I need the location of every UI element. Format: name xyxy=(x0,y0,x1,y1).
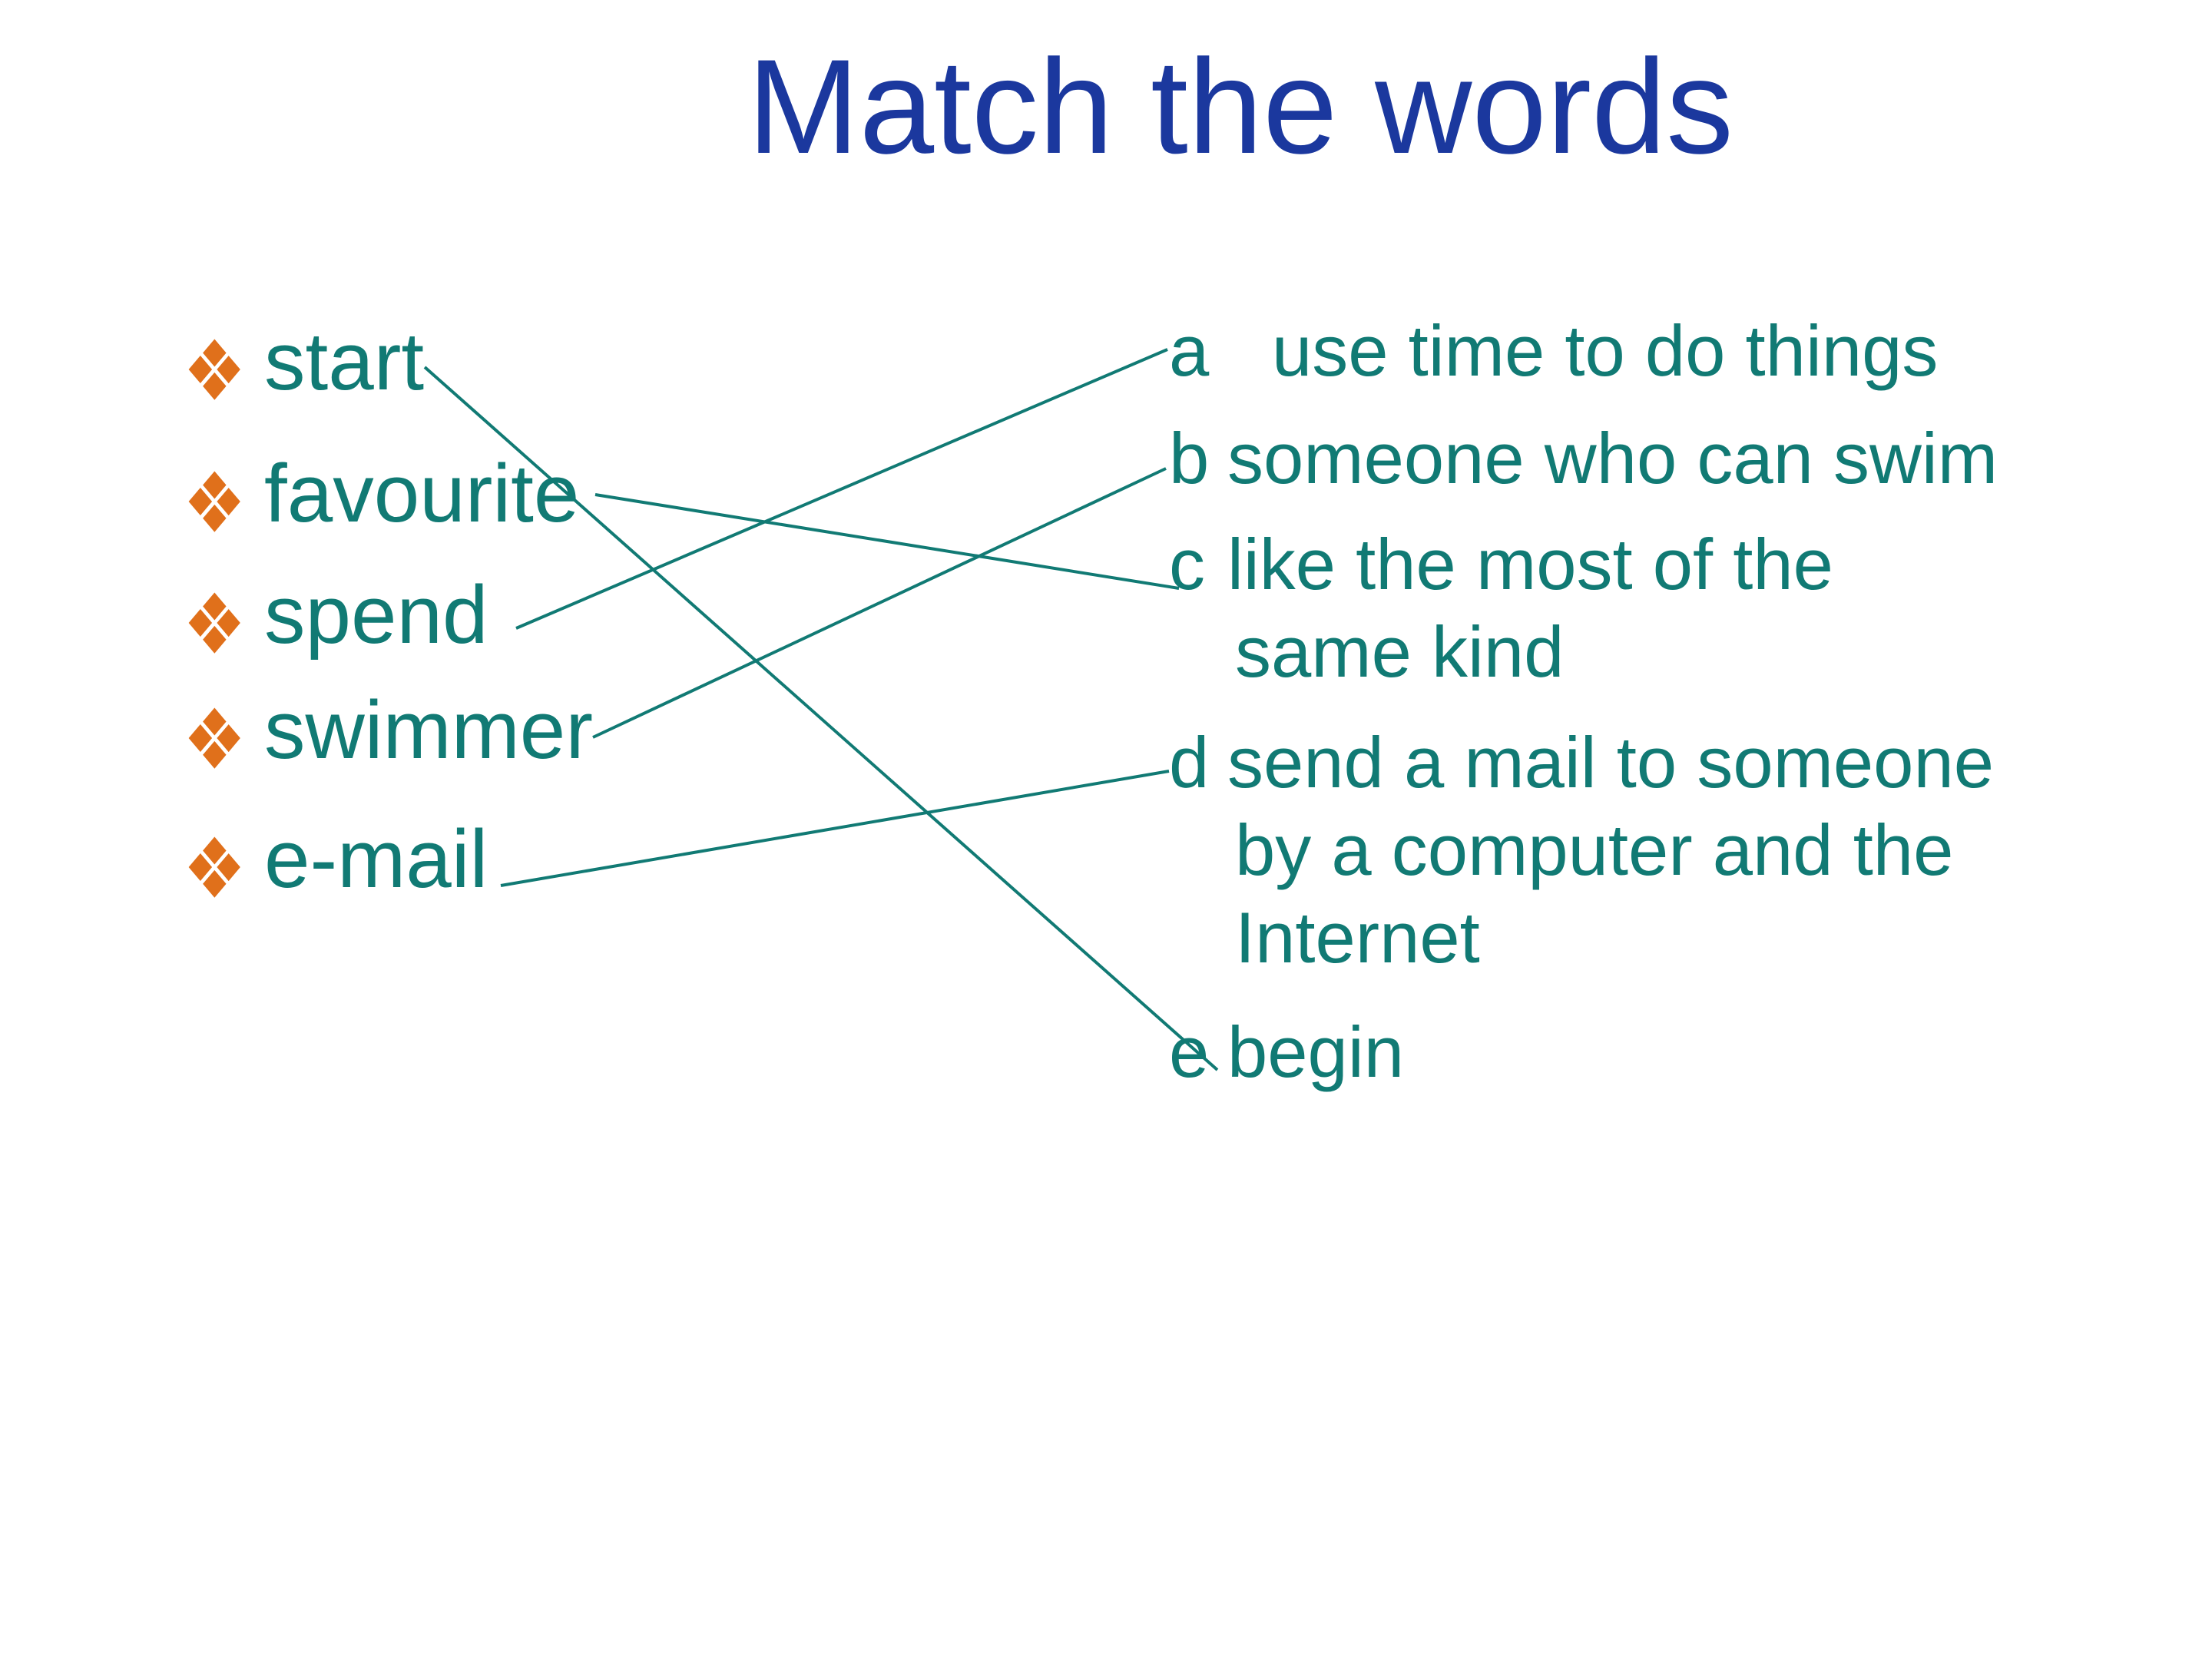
definition-text-d-line3: Internet xyxy=(1235,897,1480,978)
word-label-start: start xyxy=(264,315,425,407)
diamond-bullet-icon: ❖ xyxy=(183,455,247,552)
definition-item-c: c like the most of the same kind xyxy=(1169,521,1833,696)
diamond-bullet-icon: ❖ xyxy=(183,323,247,420)
definition-text-d-line2: by a computer and the xyxy=(1235,810,1954,890)
word-item-start: ❖ start xyxy=(183,315,425,413)
word-item-spend: ❖ spend xyxy=(183,568,488,667)
diamond-bullet-icon: ❖ xyxy=(183,820,247,918)
definition-text-c-line1: like the most of the xyxy=(1227,524,1833,604)
connector-line-spend-a xyxy=(515,348,1168,630)
definition-letter-c: c xyxy=(1169,524,1205,604)
definition-letter-d: d xyxy=(1169,722,1210,803)
diamond-bullet-icon: ❖ xyxy=(183,576,247,674)
word-item-swimmer: ❖ swimmer xyxy=(183,684,593,782)
definition-letter-a: a xyxy=(1169,310,1210,391)
definition-item-a: a use time to do things xyxy=(1169,307,1938,395)
definition-text-b: someone who can swim xyxy=(1227,418,1998,498)
definition-item-e: e begin xyxy=(1169,1008,1404,1096)
definition-text-c-line2: same kind xyxy=(1235,611,1565,692)
definition-text-d-line1: send a mail to someone xyxy=(1227,722,1995,803)
diamond-bullet-icon: ❖ xyxy=(183,691,247,789)
connector-line-e-mail-d xyxy=(500,770,1170,887)
connector-line-swimmer-b xyxy=(592,467,1167,739)
word-label-favourite: favourite xyxy=(264,447,580,539)
definition-text-a: use time to do things xyxy=(1272,310,1939,391)
connector-line-favourite-c xyxy=(594,493,1180,590)
definition-item-b: b someone who can swim xyxy=(1169,415,1998,502)
word-item-email: ❖ e-mail xyxy=(183,813,488,911)
word-label-spend: spend xyxy=(264,568,488,661)
word-label-email: e-mail xyxy=(264,813,488,905)
slide-title: Match the words xyxy=(747,32,1734,182)
definition-text-e: begin xyxy=(1227,1012,1404,1092)
definition-item-d: d send a mail to someone by a computer a… xyxy=(1169,719,1994,982)
word-label-swimmer: swimmer xyxy=(264,684,593,776)
word-item-favourite: ❖ favourite xyxy=(183,447,580,545)
definition-letter-b: b xyxy=(1169,418,1210,498)
definition-letter-e: e xyxy=(1169,1012,1210,1092)
